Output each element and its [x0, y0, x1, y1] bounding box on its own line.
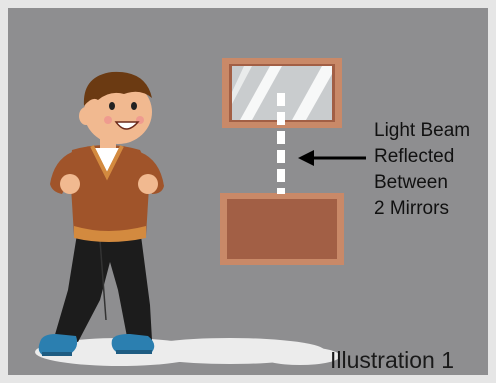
annotation-line-3: Between: [374, 172, 448, 193]
caption: Illustration 1: [330, 347, 454, 373]
annotation-line-1: Light Beam: [374, 120, 470, 141]
annotation-line-2: Reflected: [374, 146, 454, 167]
bottom-mirror: [220, 193, 344, 265]
annotation-line-4: 2 Mirrors: [374, 198, 449, 219]
floor-shadow: [35, 338, 340, 366]
